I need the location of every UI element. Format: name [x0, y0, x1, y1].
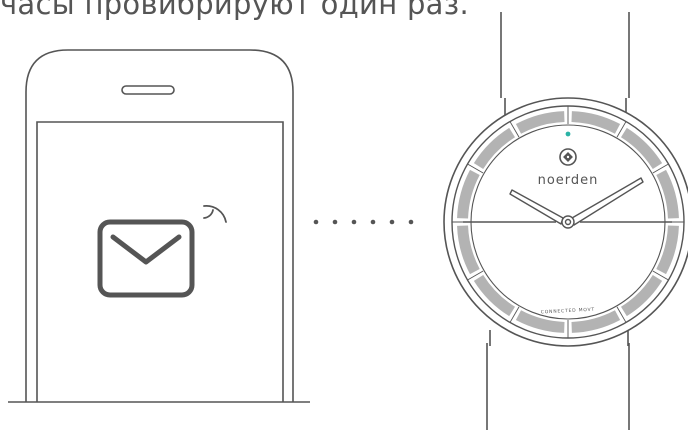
phone-speaker: [122, 86, 174, 94]
watch: noerden CONNECTED MOVT: [444, 12, 688, 430]
connection-dot: [409, 220, 414, 225]
phone-body: [26, 50, 293, 402]
envelope-icon: [100, 222, 192, 295]
status-indicator-dot: [566, 132, 571, 137]
watch-strap-bottom: [487, 343, 629, 430]
connection-dot: [352, 220, 357, 225]
connection-dot: [371, 220, 376, 225]
connection-dot: [333, 220, 338, 225]
signal-waves-icon: [204, 206, 226, 222]
connection-dots: [314, 220, 414, 225]
phone: [8, 50, 310, 402]
watch-brand: noerden: [538, 173, 599, 188]
connection-dot: [390, 220, 395, 225]
connection-dot: [314, 220, 319, 225]
watch-strap-top: [501, 12, 629, 98]
phone-screen: [37, 122, 283, 402]
